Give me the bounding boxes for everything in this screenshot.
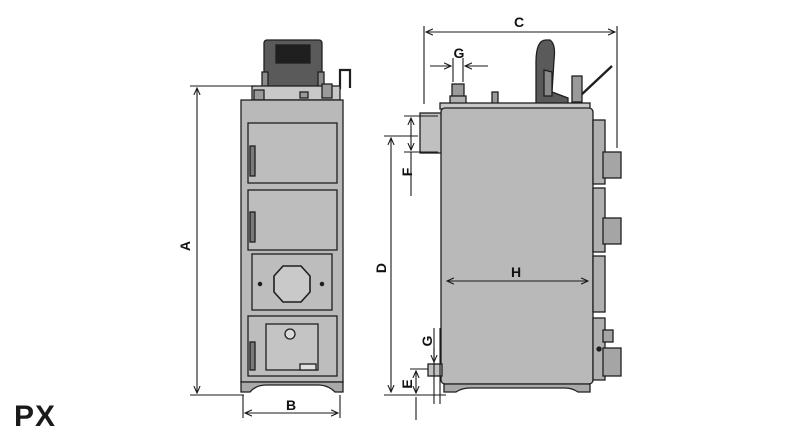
dimension-h-label: H — [511, 264, 521, 280]
side-dimensions — [384, 26, 618, 420]
dimension-c-label: C — [514, 14, 524, 30]
dimension-b-label: B — [286, 397, 296, 413]
front-door-middle — [247, 189, 338, 251]
dimension-g-top-label: G — [454, 45, 465, 61]
front-base-feet — [240, 381, 344, 393]
side-body — [440, 107, 594, 385]
model-label: PX — [14, 400, 57, 433]
front-dimensions — [190, 85, 341, 418]
side-view — [419, 39, 622, 393]
dimension-f-label: F — [399, 167, 415, 176]
front-inspection-octagon — [273, 265, 311, 303]
dimension-g-bottom-label: G — [419, 335, 435, 346]
front-controller-icon — [261, 39, 325, 89]
dimension-a-label: A — [177, 241, 193, 251]
side-lever-icon — [579, 65, 613, 97]
dimension-e-label: E — [399, 379, 415, 388]
side-return-pipe — [427, 363, 443, 377]
side-base-feet — [443, 383, 591, 393]
front-lever-icon — [330, 68, 352, 90]
dimension-d-label: D — [373, 263, 389, 273]
front-door-upper — [247, 122, 338, 184]
front-view — [240, 39, 352, 393]
side-flue-outlet — [419, 112, 443, 154]
